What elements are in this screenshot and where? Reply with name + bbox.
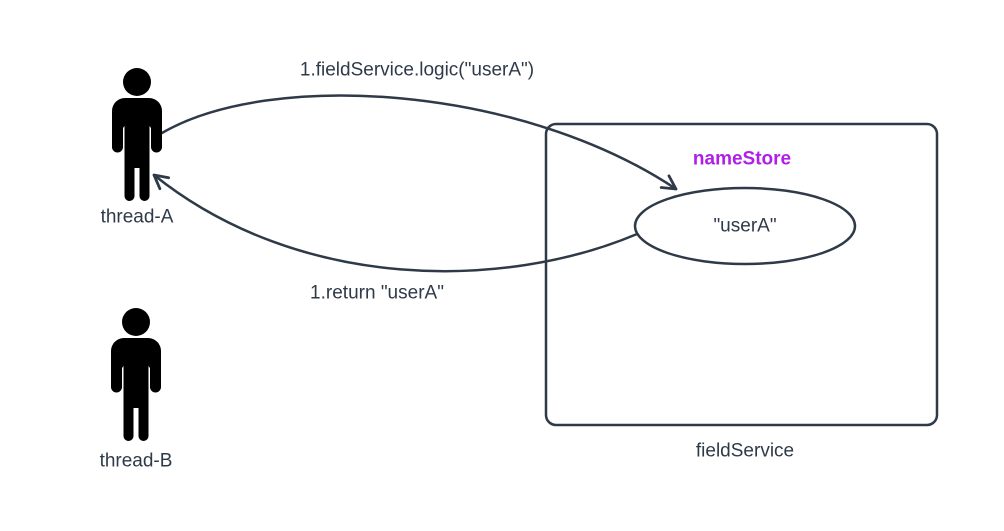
name-store-title: nameStore bbox=[692, 148, 792, 170]
actor-thread-a-icon bbox=[112, 68, 162, 201]
name-store-value: "userA" bbox=[713, 215, 777, 237]
field-service-container-box bbox=[544, 122, 939, 427]
person-body-icon bbox=[111, 338, 161, 441]
actor-thread-a-label: thread-A bbox=[100, 206, 174, 228]
return-message-label: 1.return "userA" bbox=[310, 282, 444, 304]
return-arrow bbox=[152, 173, 639, 273]
actor-thread-b-icon bbox=[111, 308, 161, 441]
person-body-icon bbox=[112, 98, 162, 201]
field-service-container-label: fieldService bbox=[695, 440, 795, 462]
call-message-label: 1.fieldService.logic("userA") bbox=[299, 59, 535, 81]
actor-thread-b-label: thread-B bbox=[99, 450, 173, 472]
name-store-ellipse bbox=[633, 186, 857, 266]
call-arrow bbox=[160, 94, 678, 191]
person-head-icon bbox=[123, 68, 151, 96]
person-head-icon bbox=[122, 308, 150, 336]
